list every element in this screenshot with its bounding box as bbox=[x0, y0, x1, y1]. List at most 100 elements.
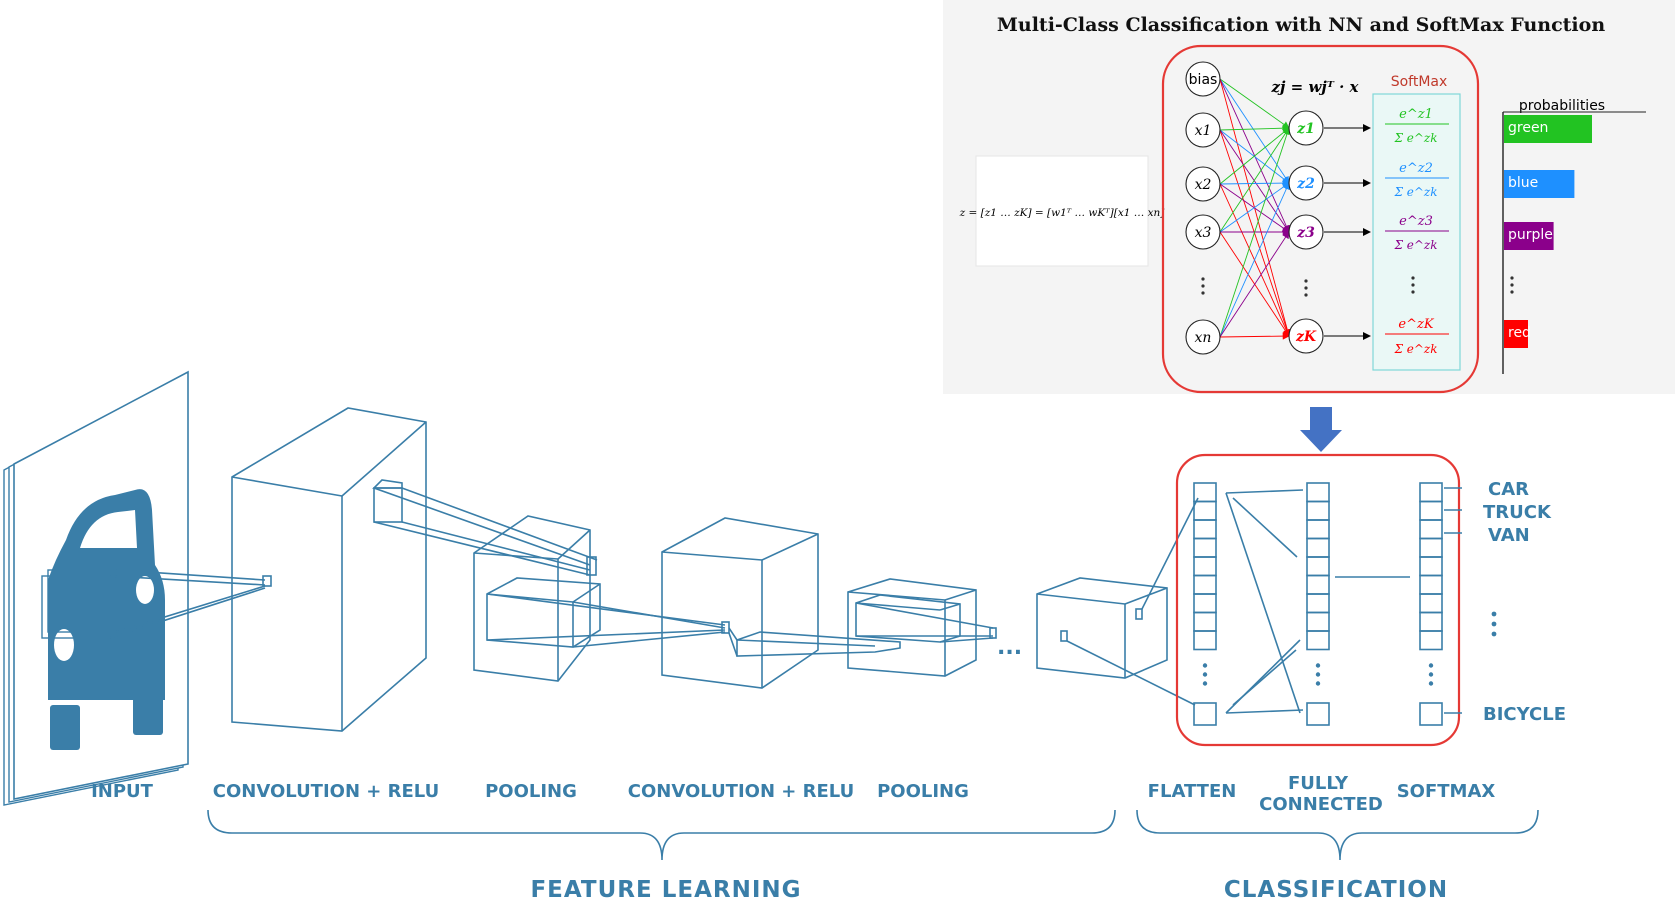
node-xn bbox=[1185, 319, 1221, 355]
flatten-cell bbox=[1193, 574, 1217, 595]
inset-edge bbox=[1219, 127, 1291, 338]
output-vertical-ellipsis bbox=[1491, 611, 1497, 637]
fc-connections bbox=[1225, 489, 1410, 714]
inset-output-nodes: z1 z2 z3 zK bbox=[1288, 110, 1324, 354]
flatten-column bbox=[1193, 482, 1217, 726]
flatten-last-cell bbox=[1193, 702, 1217, 726]
softmax-cell bbox=[1419, 574, 1443, 595]
probability-bar-label-green: green bbox=[1508, 120, 1548, 136]
node-zK-label: zK bbox=[1295, 329, 1317, 345]
label-pool1: POOLING bbox=[485, 781, 577, 802]
softmax-fractions: e^z1 Σ e^zk e^z2 Σ e^zk e^z3 Σ e^zk e^zK… bbox=[1385, 107, 1449, 356]
input-node-ellipsis bbox=[1201, 277, 1205, 295]
node-z3 bbox=[1288, 214, 1324, 250]
brace-classification bbox=[1136, 809, 1539, 861]
flatten-cell bbox=[1193, 593, 1217, 614]
fc-cell bbox=[1306, 630, 1330, 651]
output-node-ellipsis bbox=[1304, 279, 1308, 297]
down-arrow bbox=[1300, 407, 1342, 452]
node-x3-label: x3 bbox=[1195, 225, 1212, 241]
svg-text:e^z3: e^z3 bbox=[1399, 214, 1433, 229]
node-x2-label: x2 bbox=[1195, 177, 1212, 193]
probability-bar-blue bbox=[1504, 170, 1575, 198]
node-z2-label: z2 bbox=[1296, 176, 1315, 192]
input-projection-lines bbox=[109, 569, 272, 639]
inset-edge bbox=[1219, 124, 1290, 132]
label-fc-line1: FULLY bbox=[1288, 773, 1349, 794]
fc-cell bbox=[1306, 611, 1330, 632]
flatten-ellipsis-dot bbox=[1202, 681, 1208, 686]
probability-ellipsis bbox=[1510, 276, 1514, 294]
label-conv1: CONVOLUTION + RELU bbox=[213, 781, 440, 802]
probability-bar-green bbox=[1504, 115, 1592, 143]
softmax-ellipsis-dot bbox=[1428, 663, 1434, 668]
softmax-box bbox=[1372, 93, 1461, 371]
softmax-cell bbox=[1419, 537, 1443, 558]
output-van: VAN bbox=[1488, 525, 1530, 546]
fc-ellipsis-dot bbox=[1315, 681, 1321, 686]
pipeline-ellipsis: ... bbox=[997, 635, 1022, 660]
node-x3 bbox=[1185, 214, 1221, 250]
flatten-cell bbox=[1193, 519, 1217, 540]
matrix-equation: z = [z1 … zK] = [w1ᵀ … wKᵀ][x1 … xn] bbox=[959, 207, 1166, 219]
inset-connections bbox=[1219, 78, 1291, 340]
flatten-ellipsis-dot bbox=[1202, 663, 1208, 668]
probability-bar-label-blue: blue bbox=[1508, 175, 1538, 191]
inset-network-frame bbox=[1161, 44, 1480, 394]
output-bicycle: BICYCLE bbox=[1483, 704, 1566, 725]
probability-bar-label-red: red bbox=[1508, 325, 1531, 341]
node-bias-label: bias bbox=[1189, 72, 1218, 88]
inset-edge bbox=[1219, 332, 1290, 340]
pool1-volume bbox=[473, 515, 730, 682]
softmax-cell bbox=[1419, 482, 1443, 503]
inset-title: Multi-Class Classification with NN and S… bbox=[997, 14, 1605, 36]
probability-bar-purple bbox=[1504, 222, 1554, 250]
node-zK bbox=[1288, 318, 1324, 354]
softmax-column bbox=[1419, 482, 1443, 726]
svg-text:e^z2: e^z2 bbox=[1399, 161, 1433, 176]
node-x1 bbox=[1185, 112, 1221, 148]
svg-text:Σ e^zk: Σ e^zk bbox=[1393, 131, 1437, 145]
brace-feature-learning bbox=[207, 809, 1116, 861]
softmax-label: SoftMax bbox=[1391, 74, 1448, 90]
flatten-cell bbox=[1193, 500, 1217, 521]
fully-connected-column bbox=[1306, 482, 1330, 726]
softmax-cell bbox=[1419, 556, 1443, 577]
output-truck: TRUCK bbox=[1483, 502, 1552, 523]
node-z1-label: z1 bbox=[1296, 121, 1315, 137]
svg-text:Σ e^zk: Σ e^zk bbox=[1393, 185, 1437, 199]
softmax-last-cell bbox=[1419, 702, 1443, 726]
receptive-field-box bbox=[41, 575, 111, 639]
fc-cell bbox=[1306, 519, 1330, 540]
label-conv2: CONVOLUTION + RELU bbox=[628, 781, 855, 802]
output-car: CAR bbox=[1488, 479, 1529, 500]
fc-cell bbox=[1306, 593, 1330, 614]
label-flatten: FLATTEN bbox=[1148, 781, 1237, 802]
pool2-volume bbox=[847, 578, 997, 677]
inset-edge bbox=[1219, 78, 1290, 184]
label-fc-line2: CONNECTED bbox=[1259, 794, 1383, 815]
output-ticks bbox=[1444, 487, 1462, 714]
flatten-cell bbox=[1193, 537, 1217, 558]
fc-cell bbox=[1306, 500, 1330, 521]
inset-edge bbox=[1219, 127, 1290, 185]
fc-cell bbox=[1306, 537, 1330, 558]
probabilities-label: probabilities bbox=[1519, 98, 1605, 114]
inset-edge bbox=[1219, 78, 1290, 129]
car-icon bbox=[48, 489, 165, 750]
flatten-cell bbox=[1193, 556, 1217, 577]
z-to-softmax-arrows bbox=[1324, 124, 1371, 340]
fc-cell bbox=[1306, 574, 1330, 595]
inset-input-nodes: bias x1 x2 x3 xn bbox=[1185, 61, 1221, 355]
inset-edge bbox=[1219, 231, 1290, 338]
softmax-cell bbox=[1419, 630, 1443, 651]
flatten-volume bbox=[1036, 497, 1199, 706]
softmax-cell bbox=[1419, 611, 1443, 632]
label-input: INPUT bbox=[91, 781, 154, 802]
inset-edge bbox=[1219, 179, 1290, 187]
label-softmax: SOFTMAX bbox=[1397, 781, 1496, 802]
matrix-panel bbox=[975, 155, 1149, 267]
fc-cell bbox=[1306, 556, 1330, 577]
group-classification: CLASSIFICATION bbox=[1224, 877, 1448, 901]
